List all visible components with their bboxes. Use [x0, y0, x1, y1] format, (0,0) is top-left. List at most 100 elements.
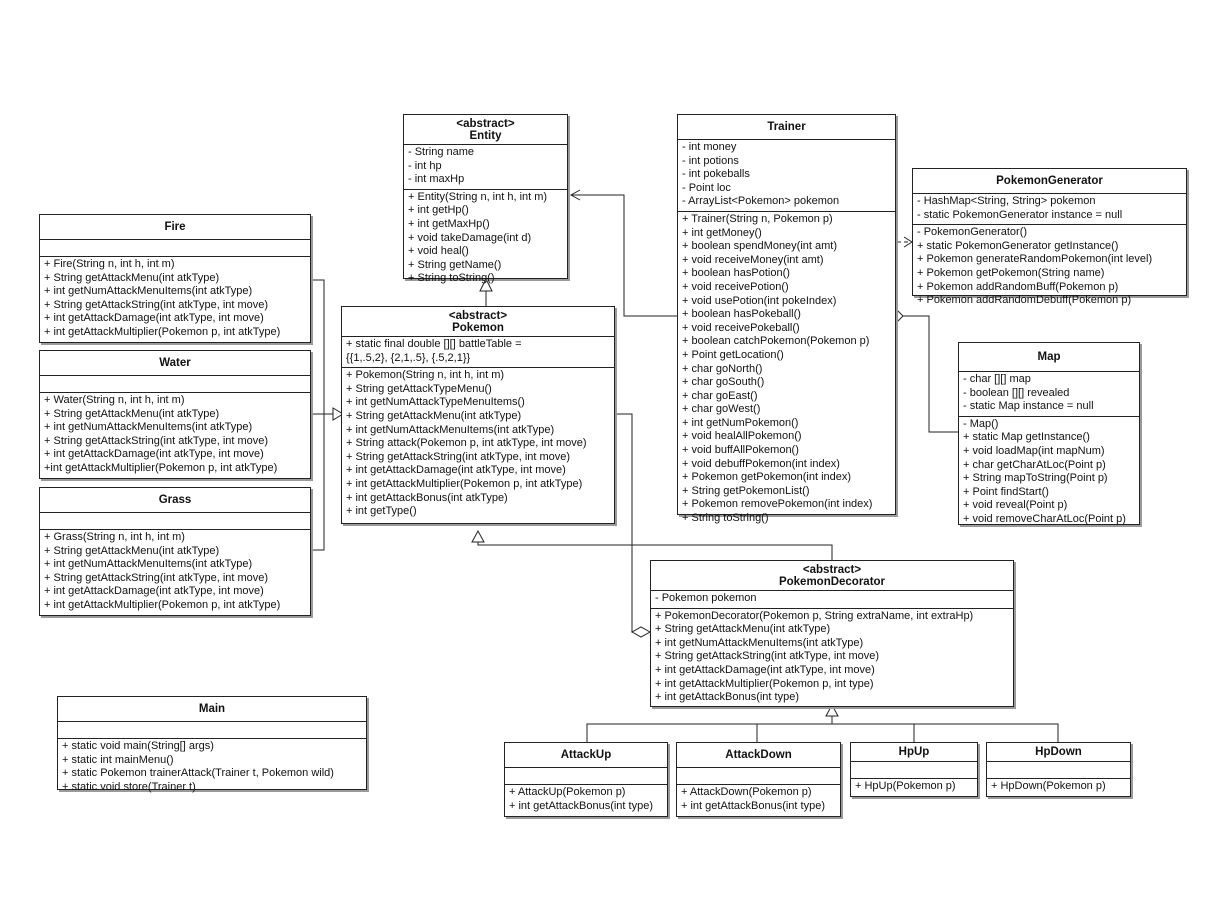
class-main-name: Main [198, 703, 226, 715]
class-pokemon-stereotype: <abstract> [448, 310, 508, 322]
method-row: + int getNumPokemon() [682, 416, 799, 429]
class-attack-up-name: AttackUp [560, 749, 612, 761]
method-row: + void removeCharAtLoc(Point p) [963, 512, 1126, 525]
method-row: + int getNumAttackMenuItems(int atkType) [655, 636, 864, 649]
generator-dependency-arrowhead [903, 236, 913, 248]
method-row: + String getPokemonList() [682, 484, 810, 497]
method-row: + void receivePokeball() [682, 321, 800, 334]
attribute-row: - int hp [408, 159, 442, 172]
class-water[interactable]: Water + Water(String n, int h, int m)+ S… [39, 350, 311, 479]
class-hp-up[interactable]: HpUp + HpUp(Pokemon p) [850, 742, 978, 797]
attribute-row: - int money [682, 141, 737, 153]
method-row: + boolean spendMoney(int amt) [682, 240, 838, 253]
class-pokemon-decorator-stereotype: <abstract> [802, 564, 862, 576]
trainer-entity-association-line [571, 194, 677, 317]
class-entity[interactable]: <abstract> Entity - String name- int hp-… [403, 114, 568, 284]
class-attack-down-methods: + AttackDown(Pokemon p)+ int getAttackBo… [677, 785, 840, 815]
class-grass[interactable]: Grass + Grass(String n, int h, int m)+ S… [39, 487, 311, 616]
class-map-name: Map [1037, 351, 1061, 363]
class-pokemon-name: Pokemon [452, 322, 504, 334]
method-row: + String getAttackMenu(int atkType) [44, 544, 220, 557]
method-row: + int getAttackDamage(int atkType, int m… [44, 312, 264, 325]
decorator-extends-pokemon-line [477, 532, 833, 560]
decorator-generalization-arrowhead [471, 529, 485, 543]
class-attack-down[interactable]: AttackDown + AttackDown(Pokemon p)+ int … [676, 742, 841, 817]
class-trainer[interactable]: Trainer - int money- int potions- int po… [677, 114, 896, 524]
method-row: + String getAttackString(int atkType, in… [346, 450, 571, 463]
class-attack-up-attributes [505, 768, 667, 785]
class-entity-attributes: - String name- int hp- int maxHp [404, 145, 567, 190]
method-row: + AttackDown(Pokemon p) [681, 786, 812, 798]
method-row: + static Pokemon trainerAttack(Trainer t… [62, 767, 334, 780]
method-row: + void heal() [408, 245, 469, 258]
class-pokemon-decorator[interactable]: <abstract> PokemonDecorator - Pokemon po… [650, 560, 1014, 707]
class-hp-down[interactable]: HpDown + HpDown(Pokemon p) [986, 742, 1131, 797]
class-attack-up-methods: + AttackUp(Pokemon p)+ int getAttackBonu… [505, 785, 667, 815]
method-row: + String getAttackString(int atkType, in… [44, 434, 269, 447]
method-row: + int getAttackBonus(int type) [509, 799, 653, 812]
method-row: + void debuffPokemon(int index) [682, 457, 840, 470]
method-row: + int getAttackDamage(int atkType, int m… [44, 448, 264, 461]
attribute-row: - static Map instance = null [963, 400, 1094, 413]
method-row: + Point findStart() [963, 485, 1049, 498]
attribute-row: - boolean [][] revealed [963, 386, 1070, 399]
class-pokemon-generator[interactable]: PokemonGenerator - HashMap<String, Strin… [912, 168, 1187, 306]
class-pokemon[interactable]: <abstract> Pokemon + static final double… [341, 306, 615, 524]
method-row: + Trainer(String n, Pokemon p) [682, 212, 833, 225]
method-row: + void receiveMoney(int amt) [682, 253, 824, 266]
class-hp-down-name: HpDown [1035, 746, 1082, 758]
attribute-row: - Point loc [682, 181, 731, 194]
method-row: + Point getLocation() [682, 348, 784, 361]
attribute-row: + static final double [][] battleTable = [346, 338, 522, 350]
class-map[interactable]: Map - char [][] map- boolean [][] reveal… [958, 342, 1140, 525]
method-row: + static void store(Trainer t) [62, 780, 196, 793]
class-hp-up-header: HpUp [851, 743, 977, 762]
class-pokemon-decorator-name: PokemonDecorator [778, 576, 886, 588]
decorator-subclasses-line [586, 716, 1059, 742]
class-main-attributes [58, 722, 366, 739]
method-row: + int getAttackBonus(int type) [655, 691, 799, 704]
class-map-methods: - Map()+ static Map getInstance()+ void … [959, 417, 1139, 529]
method-row: + String toString() [408, 272, 495, 285]
method-row: + Pokemon generateRandomPokemon(int leve… [917, 253, 1153, 266]
method-row: + Pokemon removePokemon(int index) [682, 498, 873, 511]
method-row: + String mapToString(Point p) [963, 472, 1108, 485]
class-fire-attributes [40, 240, 310, 257]
method-row: + int getAttackMultiplier(Pokemon p, int… [346, 477, 583, 490]
class-hp-down-header: HpDown [987, 743, 1130, 762]
method-row: + AttackUp(Pokemon p) [509, 786, 626, 798]
method-row: + PokemonDecorator(Pokemon p, String ext… [655, 609, 974, 622]
class-pokemon-generator-header: PokemonGenerator [913, 169, 1186, 194]
class-hp-up-methods: + HpUp(Pokemon p) [851, 779, 977, 796]
class-map-header: Map [959, 343, 1139, 372]
class-fire[interactable]: Fire + Fire(String n, int h, int m)+ Str… [39, 214, 311, 343]
method-row: + int getAttackMultiplier(Pokemon p, int… [44, 325, 281, 338]
method-row: + int getAttackMultiplier(Pokemon p, int… [655, 677, 874, 690]
class-main[interactable]: Main + static void main(String[] args)+ … [57, 696, 367, 793]
method-row: + Entity(String n, int h, int m) [408, 190, 548, 203]
class-pokemon-decorator-methods: + PokemonDecorator(Pokemon p, String ext… [651, 609, 1013, 707]
method-row: + boolean hasPokeball() [682, 308, 801, 321]
method-row: - PokemonGenerator() [917, 226, 1028, 239]
class-main-header: Main [58, 697, 366, 722]
grass-extends-pokemon-line [311, 414, 325, 551]
class-attack-up[interactable]: AttackUp + AttackUp(Pokemon p)+ int getA… [504, 742, 668, 817]
method-row: + int getAttackDamage(int atkType, int m… [346, 464, 566, 477]
attribute-row: - int maxHp [408, 173, 465, 186]
method-row: + char goEast() [682, 389, 758, 402]
attribute-row: - String name [408, 146, 475, 158]
class-entity-methods: + Entity(String n, int h, int m)+ int ge… [404, 190, 567, 288]
method-row: + static void main(String[] args) [62, 740, 214, 752]
method-row: + void takeDamage(int d) [408, 231, 532, 244]
method-row: + int getAttackBonus(int atkType) [346, 491, 508, 504]
attribute-row: - Pokemon pokemon [655, 592, 757, 604]
attribute-row: {{1,.5,2}, {2,1,.5}, {.5,2,1}} [346, 351, 471, 364]
class-water-name: Water [159, 357, 191, 369]
method-row: + static int mainMenu() [62, 753, 174, 766]
method-row: + char getCharAtLoc(Point p) [963, 458, 1106, 471]
method-row: + HpUp(Pokemon p) [855, 780, 956, 792]
method-row: + String attack(Pokemon p, int atkType, … [346, 437, 587, 450]
entity-association-arrowhead [569, 189, 581, 201]
class-pokemon-attributes: + static final double [][] battleTable =… [342, 337, 614, 369]
class-hp-down-attributes [987, 762, 1130, 779]
